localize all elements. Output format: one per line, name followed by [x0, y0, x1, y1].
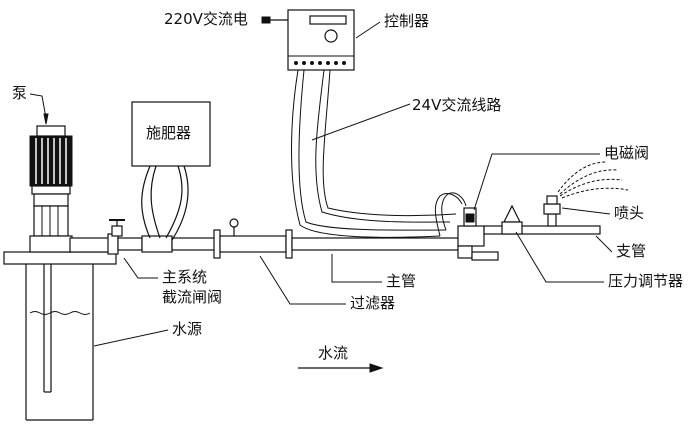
nozzle-riser	[543, 195, 561, 227]
pressure-regulator-label: 压力调节器	[608, 272, 684, 290]
ground-slab	[3, 251, 117, 265]
nozzle-label: 喷头	[614, 204, 645, 222]
control-wire-2	[298, 69, 447, 231]
fertilizer-label: 施肥器	[146, 124, 192, 142]
control-wire-loop-2	[441, 192, 467, 231]
fertilizer-hose-1	[141, 165, 151, 239]
branch-pipe	[483, 225, 601, 235]
main-pipe-drawing	[69, 218, 463, 259]
power-label: 220V交流电	[164, 10, 248, 28]
power-plug	[261, 16, 288, 24]
leader-filter	[259, 255, 346, 305]
control-wire-4	[322, 69, 457, 217]
control-wire-loop-1	[434, 193, 463, 237]
main-valve-label-line1: 主系统	[162, 268, 208, 286]
controller-box	[287, 9, 355, 71]
leader-main-valve	[123, 257, 158, 279]
filter-label: 过滤器	[350, 294, 396, 312]
branch-label: 支管	[616, 242, 647, 260]
main-gate-valve	[109, 219, 125, 237]
control-wire-1	[291, 69, 441, 238]
water-source-well	[25, 262, 94, 421]
control-wire-3	[315, 69, 451, 223]
controller-label: 控制器	[384, 12, 430, 30]
fertilizer-tank	[131, 101, 211, 167]
leader-24v	[311, 103, 411, 141]
leader-water-source	[93, 329, 169, 347]
leader-main-pipe	[331, 254, 382, 283]
pump	[29, 125, 73, 253]
pressure-regulator	[503, 204, 521, 223]
leader-pressure	[515, 231, 604, 283]
nozzle-spray	[557, 161, 629, 199]
fertilizer-hose-2	[150, 165, 161, 239]
fertilizer-hose-3	[165, 165, 183, 239]
leader-solenoid	[473, 153, 600, 211]
pump-label: 泵	[12, 84, 28, 102]
main-pipe-label: 主管	[386, 272, 417, 290]
water-source-label: 水源	[172, 320, 203, 338]
leader-controller	[355, 21, 381, 39]
solenoid-label: 电磁阀	[604, 144, 650, 162]
water-flow-label: 水流	[318, 344, 349, 362]
fertilizer-hose-4	[171, 165, 189, 241]
leader-branch	[595, 235, 613, 253]
solenoid-valve	[457, 207, 499, 261]
leader-pump	[29, 93, 47, 119]
main-valve-label-line2: 截流闸阀	[162, 288, 223, 306]
water-flow-arrow	[298, 363, 384, 373]
leader-nozzle	[561, 207, 611, 215]
24v-line-label: 24V交流线路	[412, 96, 502, 114]
